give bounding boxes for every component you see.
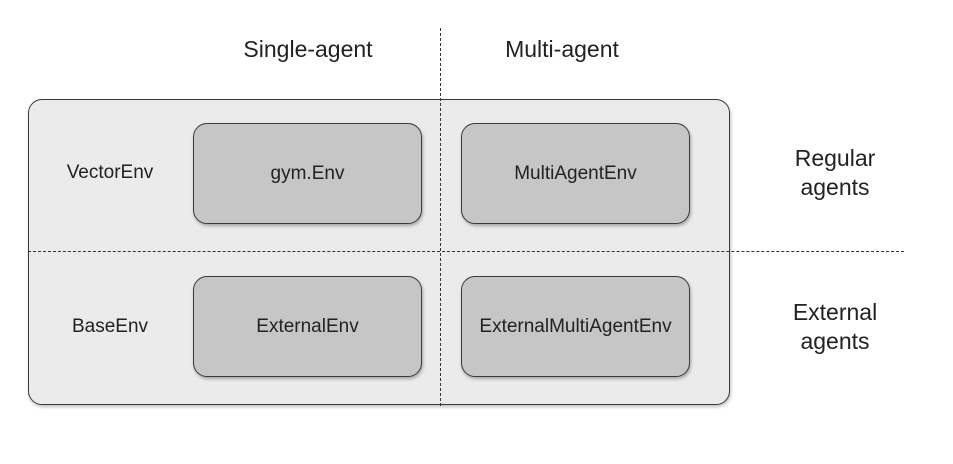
- multi-agent-env-box: MultiAgentEnv: [461, 123, 690, 224]
- external-multi-agent-env-label: ExternalMultiAgentEnv: [479, 315, 672, 337]
- side-label-external-line2: agents: [800, 328, 870, 354]
- side-label-regular-agents: Regular agents: [760, 144, 910, 202]
- column-header-multi-agent: Multi-agent: [505, 36, 619, 62]
- gym-env-box: gym.Env: [193, 123, 422, 224]
- side-label-external-line1: External: [792, 299, 878, 325]
- multi-agent-env-label: MultiAgentEnv: [514, 162, 637, 184]
- side-label-regular-line2: agents: [800, 174, 870, 200]
- external-multi-agent-env-box: ExternalMultiAgentEnv: [461, 276, 690, 377]
- column-header-single-agent: Single-agent: [243, 36, 373, 62]
- row-label-vectorenv: VectorEnv: [66, 162, 154, 183]
- external-env-label: ExternalEnv: [256, 315, 359, 337]
- vertical-divider: [440, 28, 441, 406]
- side-label-external-agents: External agents: [760, 298, 910, 356]
- gym-env-label: gym.Env: [270, 162, 345, 184]
- horizontal-divider: [28, 251, 904, 252]
- external-env-box: ExternalEnv: [193, 276, 422, 377]
- row-label-baseenv: BaseEnv: [71, 316, 149, 337]
- side-label-regular-line1: Regular: [794, 145, 876, 171]
